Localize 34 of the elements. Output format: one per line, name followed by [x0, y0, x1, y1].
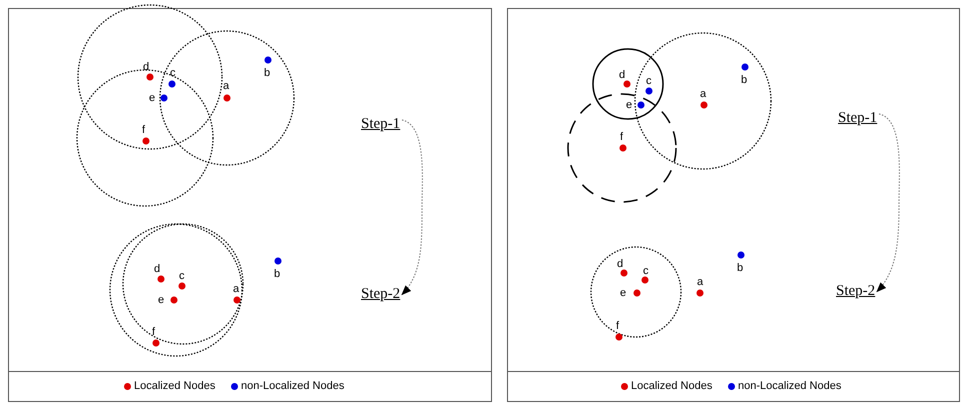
node-label: d: [617, 258, 624, 270]
legend-text: Localized Nodes: [134, 380, 216, 392]
node-label: c: [643, 265, 648, 277]
legend-text: Localized Nodes: [631, 380, 712, 392]
node-label: b: [274, 268, 280, 280]
curved-arrow: [876, 114, 900, 292]
node-label: a: [697, 276, 704, 288]
node-label: e: [158, 294, 164, 306]
node-label: c: [179, 270, 184, 282]
node-label: b: [741, 74, 748, 86]
step-label: Step-1: [361, 116, 400, 133]
node-label: f: [142, 124, 146, 136]
node-label: b: [264, 67, 270, 79]
node-label: e: [626, 99, 632, 111]
legend-text: non-Localized Nodes: [738, 380, 842, 392]
node-label: d: [619, 69, 626, 81]
node-label: a: [233, 283, 240, 295]
node-label: c: [170, 67, 176, 79]
step-label: Step-2: [361, 286, 400, 303]
node-label: d: [154, 263, 160, 275]
node-label: a: [700, 88, 706, 100]
node-label: c: [646, 75, 652, 87]
node-label: e: [620, 287, 626, 299]
node-label: f: [620, 131, 624, 143]
node-label: f: [152, 326, 156, 338]
node-label: d: [143, 61, 150, 73]
step-label: Step-2: [836, 283, 876, 300]
node-label: a: [223, 80, 230, 92]
curved-arrow: [401, 120, 423, 296]
node-label: f: [616, 320, 620, 332]
legend-text: non-Localized Nodes: [241, 380, 344, 392]
node-label: b: [737, 262, 744, 274]
node-label: e: [149, 92, 156, 104]
step-label: Step-1: [838, 110, 878, 127]
